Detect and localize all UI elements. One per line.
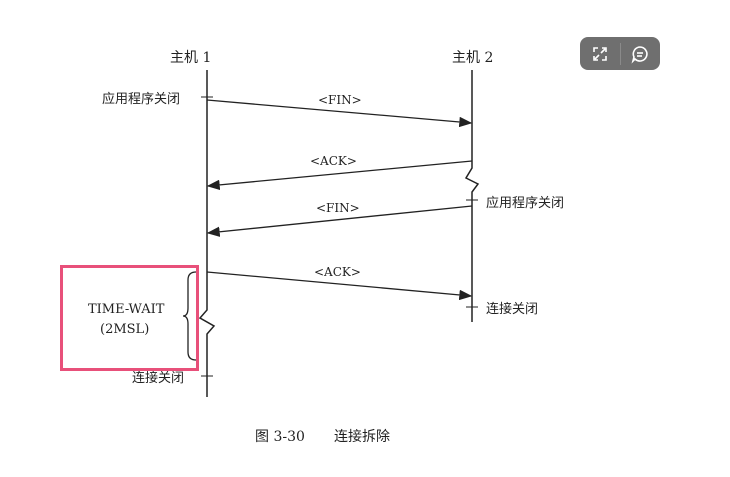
- host2-label: 主机 2: [452, 50, 493, 66]
- ack-arrow-1: [206, 160, 473, 191]
- caption-number: 图 3-30: [255, 429, 305, 445]
- time-wait-brace: [182, 271, 197, 361]
- caption-title: 连接拆除: [334, 428, 390, 445]
- time-wait-label: TIME-WAIT: [88, 302, 165, 317]
- host2-app-close: 应用程序关闭: [486, 195, 564, 211]
- msg-fin-2: <FIN>: [316, 201, 360, 215]
- host2-timeline: [464, 70, 480, 322]
- ack-arrow-2: [206, 271, 473, 301]
- fin-arrow-2: [206, 205, 473, 237]
- host1-conn-closed: 连接关闭: [132, 370, 184, 386]
- comment-icon: [631, 45, 648, 64]
- msg-ack-2: <ACK>: [314, 265, 361, 279]
- highlight-box: [60, 265, 199, 371]
- comment-button[interactable]: [620, 37, 660, 70]
- msg-ack-1: <ACK>: [310, 154, 357, 168]
- expand-icon: [592, 46, 607, 61]
- host1-app-close: 应用程序关闭: [102, 91, 180, 107]
- host1-label: 主机 1: [170, 50, 211, 66]
- expand-button[interactable]: [580, 37, 620, 70]
- host1-timeline: [198, 70, 216, 397]
- toolbar-divider: [619, 42, 621, 65]
- fin-arrow-1: [206, 99, 473, 128]
- msg-fin-1: <FIN>: [318, 93, 362, 107]
- host2-conn-closed: 连接关闭: [486, 301, 538, 317]
- viewer-toolbar: [580, 37, 660, 70]
- time-wait-duration: (2MSL): [100, 322, 149, 337]
